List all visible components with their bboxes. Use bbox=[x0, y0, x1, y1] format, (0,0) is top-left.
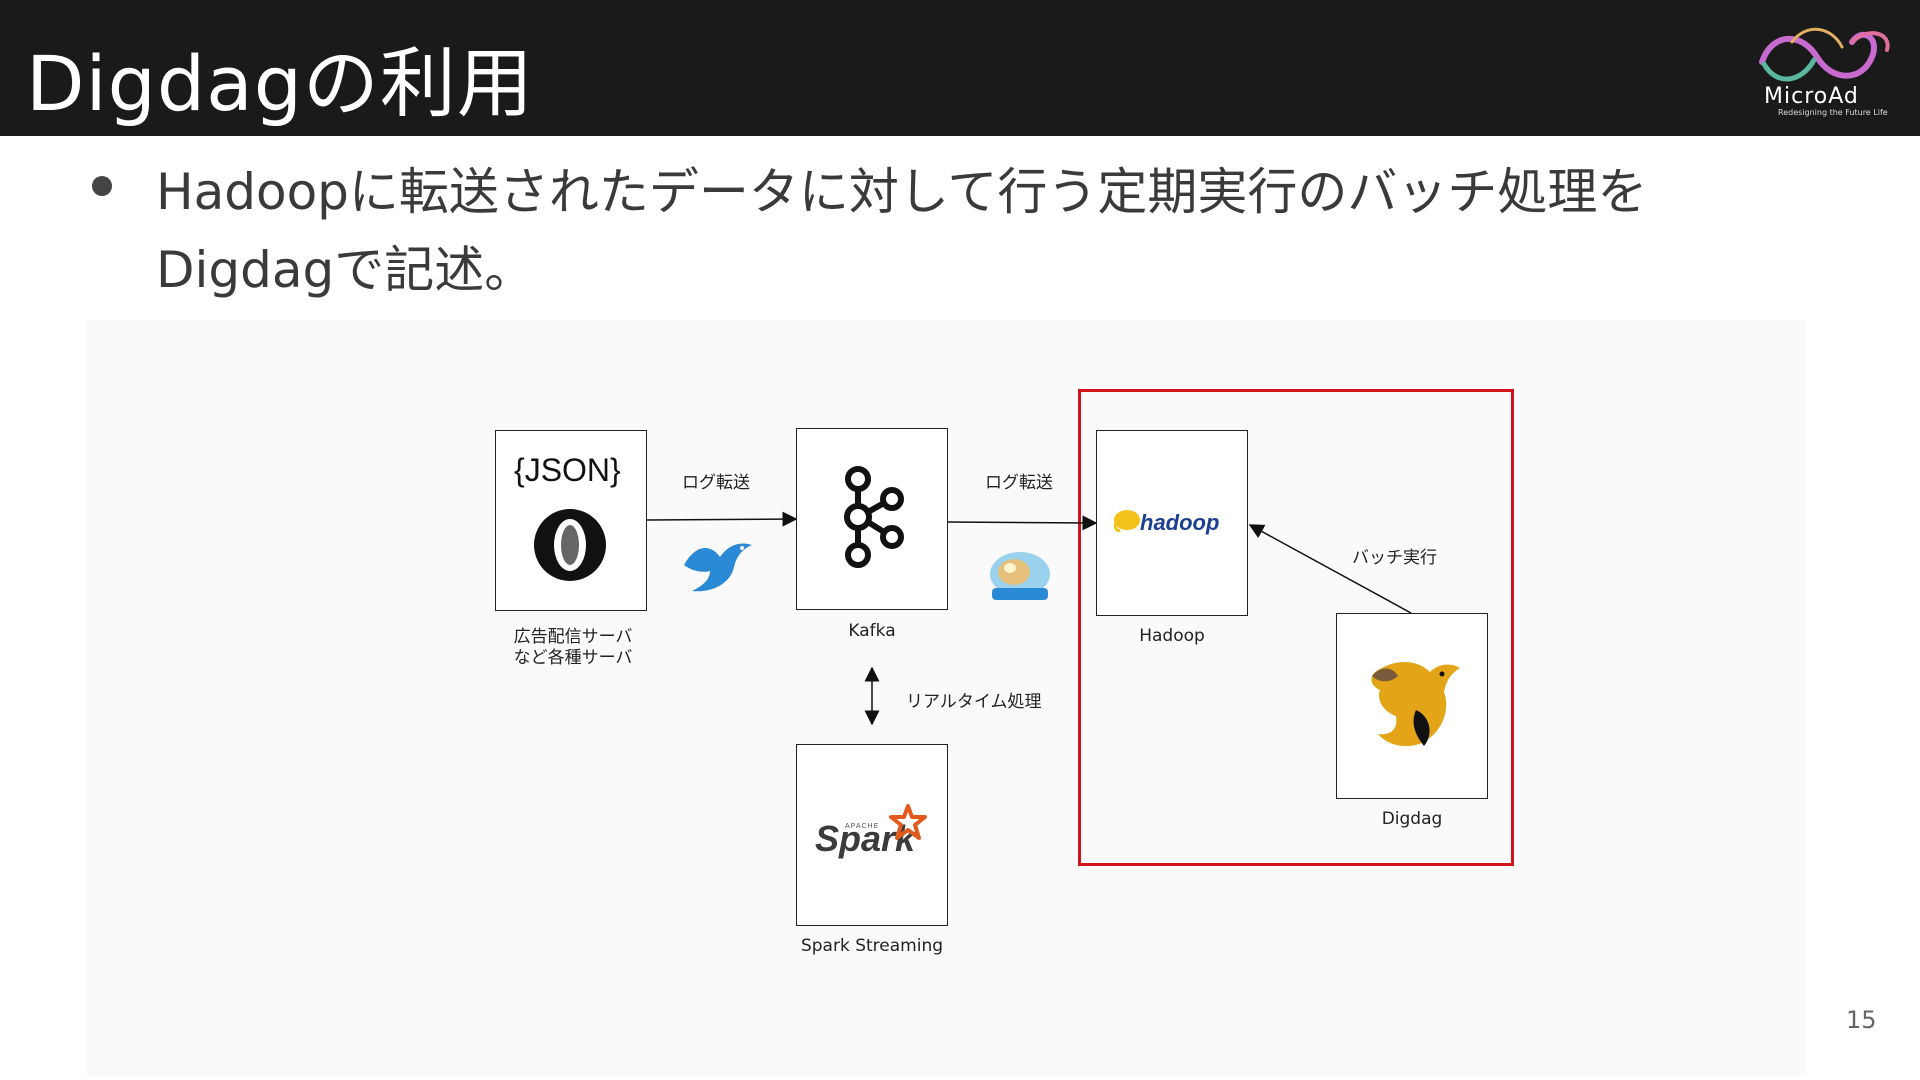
bullet-marker bbox=[92, 176, 112, 196]
json-logo-icon bbox=[534, 509, 606, 581]
edge-label-batch-exec: バッチ実行 bbox=[1352, 548, 1437, 568]
spark-star-icon bbox=[889, 804, 927, 840]
spark-logo-apache: APACHE bbox=[845, 823, 880, 830]
edge-label-log-transfer-1: ログ転送 bbox=[682, 473, 750, 493]
fluentd-bird-icon bbox=[684, 543, 752, 592]
kafka-node bbox=[796, 428, 948, 610]
page-number: 15 bbox=[1846, 1006, 1877, 1034]
kafka-caption: Kafka bbox=[848, 621, 896, 641]
logo-name: MicroAd bbox=[1764, 84, 1859, 109]
digdag-caption: Digdag bbox=[1381, 809, 1443, 829]
edge-label-log-transfer-2: ログ転送 bbox=[985, 473, 1053, 493]
spark-node bbox=[796, 744, 948, 926]
bullet-text-line-1: Hadoopに転送されたデータに対して行う定期実行のバッチ処理を bbox=[156, 163, 1648, 221]
hadoop-caption: Hadoop bbox=[1139, 626, 1205, 646]
json-server-caption-2: など各種サーバ bbox=[513, 648, 633, 668]
highlight-box bbox=[1078, 389, 1514, 866]
logo-tagline: Redesigning the Future Life bbox=[1778, 108, 1888, 117]
flume-logo-icon bbox=[990, 552, 1050, 600]
hadoop-logo-text: hadoop bbox=[1140, 510, 1220, 535]
kafka-logo-icon bbox=[844, 466, 904, 568]
hadoop-elephant-icon bbox=[1113, 510, 1140, 532]
json-server-caption-1: 広告配信サーバ bbox=[513, 627, 633, 647]
json-logo-text: {JSON} bbox=[514, 452, 621, 488]
bullet-text-line-2: Digdagで記述。 bbox=[156, 241, 535, 299]
spark-caption: Spark Streaming bbox=[800, 936, 944, 956]
edge-label-realtime: リアルタイム処理 bbox=[906, 692, 1042, 712]
digdag-logo-icon bbox=[1371, 661, 1460, 747]
microad-logo-icon bbox=[1759, 27, 1890, 82]
slide-title: Digdagの利用 bbox=[26, 39, 534, 128]
slide-header bbox=[0, 0, 1920, 136]
